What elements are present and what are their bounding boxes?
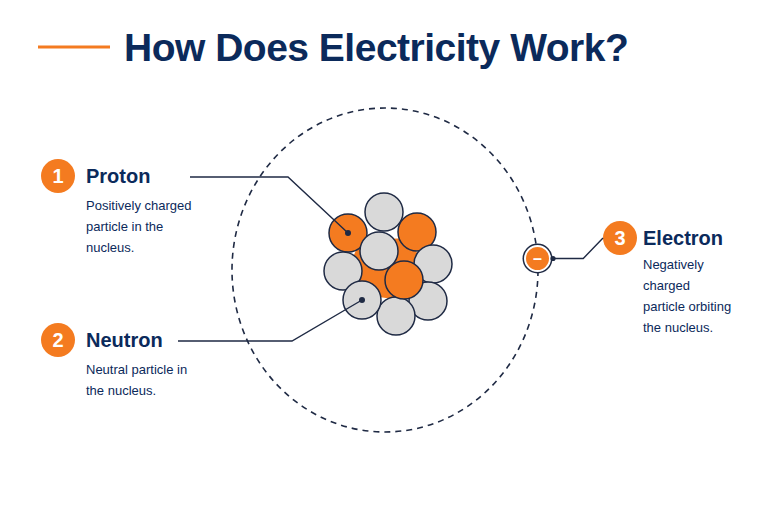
callout: 2NeutronNeutral particle in the nucleus. [41,323,211,395]
leader-line [178,177,362,341]
nucleus [324,193,452,335]
callout-heading: Neutron [86,328,163,352]
leader-dot [345,230,351,236]
charge-sign: – [526,247,549,270]
callout-description: Positively charged particle in the nucle… [86,195,204,258]
callout-heading: Proton [86,164,150,188]
callout-number: 2 [41,323,75,357]
leader-dot [550,256,555,261]
leader-line [551,238,603,259]
leader-dot [359,297,365,303]
callout-heading: Electron [643,226,723,250]
callout-number: 3 [603,221,637,255]
electron-orbit [232,108,538,432]
callout-description: Negatively charged particle orbiting the… [643,254,733,338]
title-accent [38,46,110,49]
callout: 1 ProtonPositively charged particle in th… [41,159,211,259]
callout: 3ElectronNegatively charged particle orb… [603,221,743,321]
electron-particle: – [524,245,551,272]
diagram-title: How Does Electricity Work? [124,26,628,70]
callout-number: 1 [41,159,75,193]
callout-description: Neutral particle in the nucleus. [86,359,204,401]
